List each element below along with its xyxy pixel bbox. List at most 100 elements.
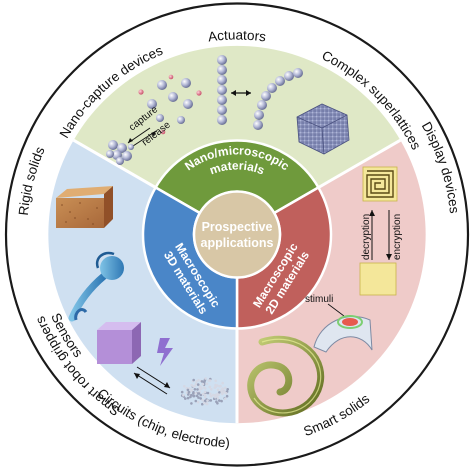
stimulus-hotspot: [342, 318, 358, 326]
flexible-sensor-film: [313, 315, 373, 353]
label-actuators: Actuators: [207, 27, 267, 44]
bent-chain: [253, 68, 303, 130]
particle: [218, 391, 221, 394]
particle: [201, 382, 205, 386]
particle: [187, 393, 190, 396]
nano-title-line2-path: materials: [208, 158, 267, 177]
particle: [200, 380, 204, 383]
particle: [203, 380, 206, 384]
rigid-solid-block: [56, 186, 113, 228]
particle: [196, 400, 200, 404]
decryption-label: decryption: [361, 214, 372, 260]
particle: [224, 392, 228, 395]
particle: [201, 402, 204, 406]
particle: [190, 389, 193, 392]
particle: [214, 395, 217, 399]
reversible-arrows: [133, 366, 171, 395]
straight-chain: [217, 55, 227, 125]
particle: [201, 398, 204, 402]
encryption-decryption-arrows: decryption encryption: [361, 210, 403, 260]
particle: [187, 390, 191, 394]
particle: [192, 394, 195, 398]
robot-gripper-illustration: [68, 251, 124, 322]
particle: [219, 384, 222, 388]
particle: [221, 381, 224, 385]
smart-solid-cube: [97, 322, 141, 364]
particle: [199, 385, 202, 389]
maze-pattern-illustration: [362, 166, 398, 202]
particle: [198, 387, 202, 391]
particle: [186, 388, 190, 392]
particle: [224, 386, 227, 390]
particle: [214, 385, 218, 389]
particle: [190, 383, 193, 387]
particle: [197, 379, 200, 382]
particle: [224, 397, 227, 400]
free-nanoparticles: [138, 74, 202, 135]
particle: [214, 379, 217, 383]
particle: [197, 396, 200, 399]
particle: [193, 384, 197, 388]
particle: [206, 391, 210, 395]
actuator-chain-illustration: [217, 55, 303, 130]
particle: [207, 379, 211, 382]
particle: [209, 399, 213, 402]
particle: [195, 380, 198, 383]
particle: [216, 388, 220, 392]
particle: [204, 377, 207, 380]
particle: [206, 399, 209, 402]
particle: [208, 385, 212, 389]
particle: [190, 402, 193, 405]
particle: [192, 378, 195, 382]
center-title-line2: applications: [201, 236, 274, 250]
gripped-object: [100, 256, 124, 280]
particle: [226, 388, 229, 391]
particle: [194, 392, 198, 395]
circuit-spiral-illustration: [247, 335, 325, 417]
particle: [210, 388, 213, 391]
particle: [203, 390, 207, 394]
sensor-illustration: stimuli: [305, 294, 373, 353]
center-core: [192, 190, 282, 279]
blank-display-panel: [359, 262, 397, 296]
particle: [220, 390, 224, 394]
particle: [193, 388, 197, 391]
particle: [205, 382, 209, 386]
particle: [196, 383, 200, 386]
particle: [197, 392, 201, 395]
particle: [209, 394, 212, 398]
particle: [225, 394, 229, 398]
particle: [180, 390, 184, 394]
superlattice-crystal: [296, 103, 350, 155]
encryption-label: encryption: [392, 214, 403, 260]
particle: [218, 399, 221, 402]
particle: [189, 395, 192, 399]
lightning-stimulus-icon: [157, 338, 173, 366]
particle: [216, 402, 219, 405]
particle: [192, 392, 195, 395]
particle: [209, 392, 212, 396]
particle: [186, 396, 190, 400]
particle: [217, 393, 221, 397]
particle: [220, 399, 223, 403]
particle: [199, 393, 203, 397]
particle: [184, 397, 187, 400]
particle: [221, 387, 224, 390]
stimuli-label: stimuli: [305, 294, 333, 305]
particle: [194, 399, 198, 403]
particle: [222, 391, 226, 394]
superlattice-illustration: [296, 103, 350, 155]
particle: [196, 388, 199, 391]
label-actuators-path: Actuators: [207, 27, 267, 44]
particle: [205, 402, 209, 406]
particle: [204, 387, 207, 390]
particle: [182, 393, 185, 397]
particle: [194, 382, 198, 386]
particle: [199, 397, 202, 400]
nano-title-line2: materials: [208, 158, 267, 177]
center-title-line1: Prospective: [202, 220, 273, 234]
particle: [203, 395, 207, 399]
particle: [203, 399, 207, 403]
